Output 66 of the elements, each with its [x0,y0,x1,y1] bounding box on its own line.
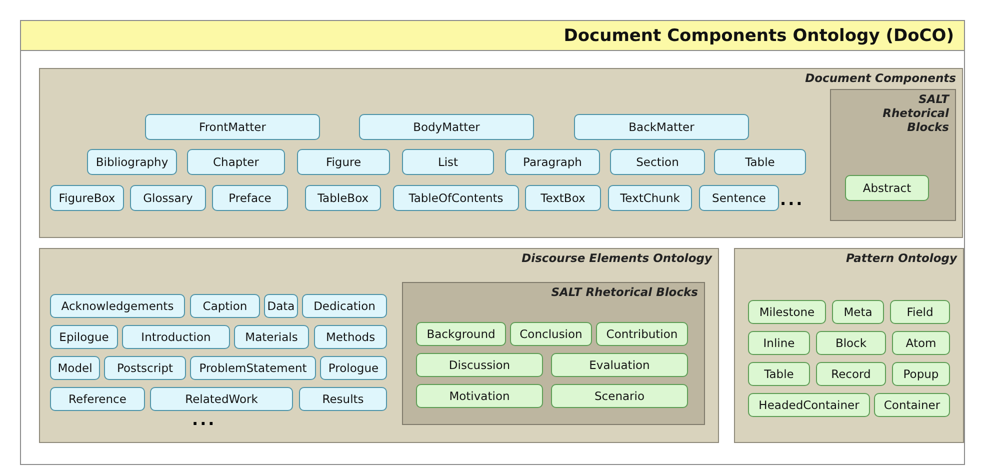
panel-heading: SALT Rhetorical Blocks [882,92,949,134]
group-panel [402,282,705,425]
term-box: Acknowledgements [50,294,185,318]
term-box: Sentence [699,185,779,211]
term-box: Model [50,356,100,380]
title-banner: Document Components Ontology (DoCO) [21,21,964,51]
term-box: Inline [748,331,810,355]
term-box: Motivation [416,384,543,408]
term-box: Chapter [187,149,285,175]
term-box: Abstract [845,175,929,201]
term-box: Data [264,294,298,318]
term-box: FigureBox [50,185,124,211]
term-box: Table [748,362,810,386]
term-box: Methods [314,325,387,349]
term-box: Block [816,331,886,355]
term-box: Preface [212,185,288,211]
term-box: Container [874,393,950,417]
term-box: RelatedWork [150,387,293,411]
term-box: Discussion [416,353,543,377]
group-panel [830,89,956,221]
term-box: Reference [50,387,145,411]
ellipsis-mark: ... [780,190,804,209]
ontology-frame [20,20,965,465]
panel-heading: SALT Rhetorical Blocks [551,285,698,299]
term-box: Paragraph [505,149,600,175]
term-box: BodyMatter [359,114,534,140]
term-box: Results [299,387,387,411]
term-box: Milestone [748,300,826,324]
term-box: Table [714,149,806,175]
term-box: Contribution [596,322,688,346]
term-box: Caption [190,294,260,318]
term-box: TextChunk [608,185,692,211]
term-box: Prologue [320,356,387,380]
term-box: Conclusion [510,322,592,346]
term-box: Scenario [551,384,688,408]
term-box: Background [416,322,506,346]
term-box: Record [816,362,886,386]
term-box: TextBox [525,185,601,211]
term-box: Bibliography [87,149,177,175]
term-box: TableBox [305,185,381,211]
term-box: BackMatter [574,114,749,140]
panel-heading: Pattern Ontology [846,251,957,265]
group-panel [39,248,719,443]
term-box: Field [890,300,950,324]
term-box: ProblemStatement [190,356,316,380]
term-box: List [402,149,494,175]
term-box: Materials [234,325,309,349]
term-box: Introduction [122,325,230,349]
term-box: TableOfContents [393,185,519,211]
term-box: HeadedContainer [748,393,870,417]
term-box: Figure [297,149,390,175]
panel-heading: Discourse Elements Ontology [522,251,712,265]
term-box: FrontMatter [145,114,320,140]
term-box: Epilogue [50,325,118,349]
ellipsis-mark: ... [192,410,216,429]
term-box: Section [610,149,705,175]
term-box: Popup [892,362,950,386]
term-box: Evaluation [551,353,688,377]
term-box: Meta [832,300,884,324]
group-panel [39,68,963,238]
term-box: Postscript [104,356,186,380]
term-box: Dedication [302,294,387,318]
term-box: Glossary [130,185,206,211]
group-panel [734,248,964,443]
panel-heading: Document Components [805,71,956,85]
term-box: Atom [892,331,950,355]
